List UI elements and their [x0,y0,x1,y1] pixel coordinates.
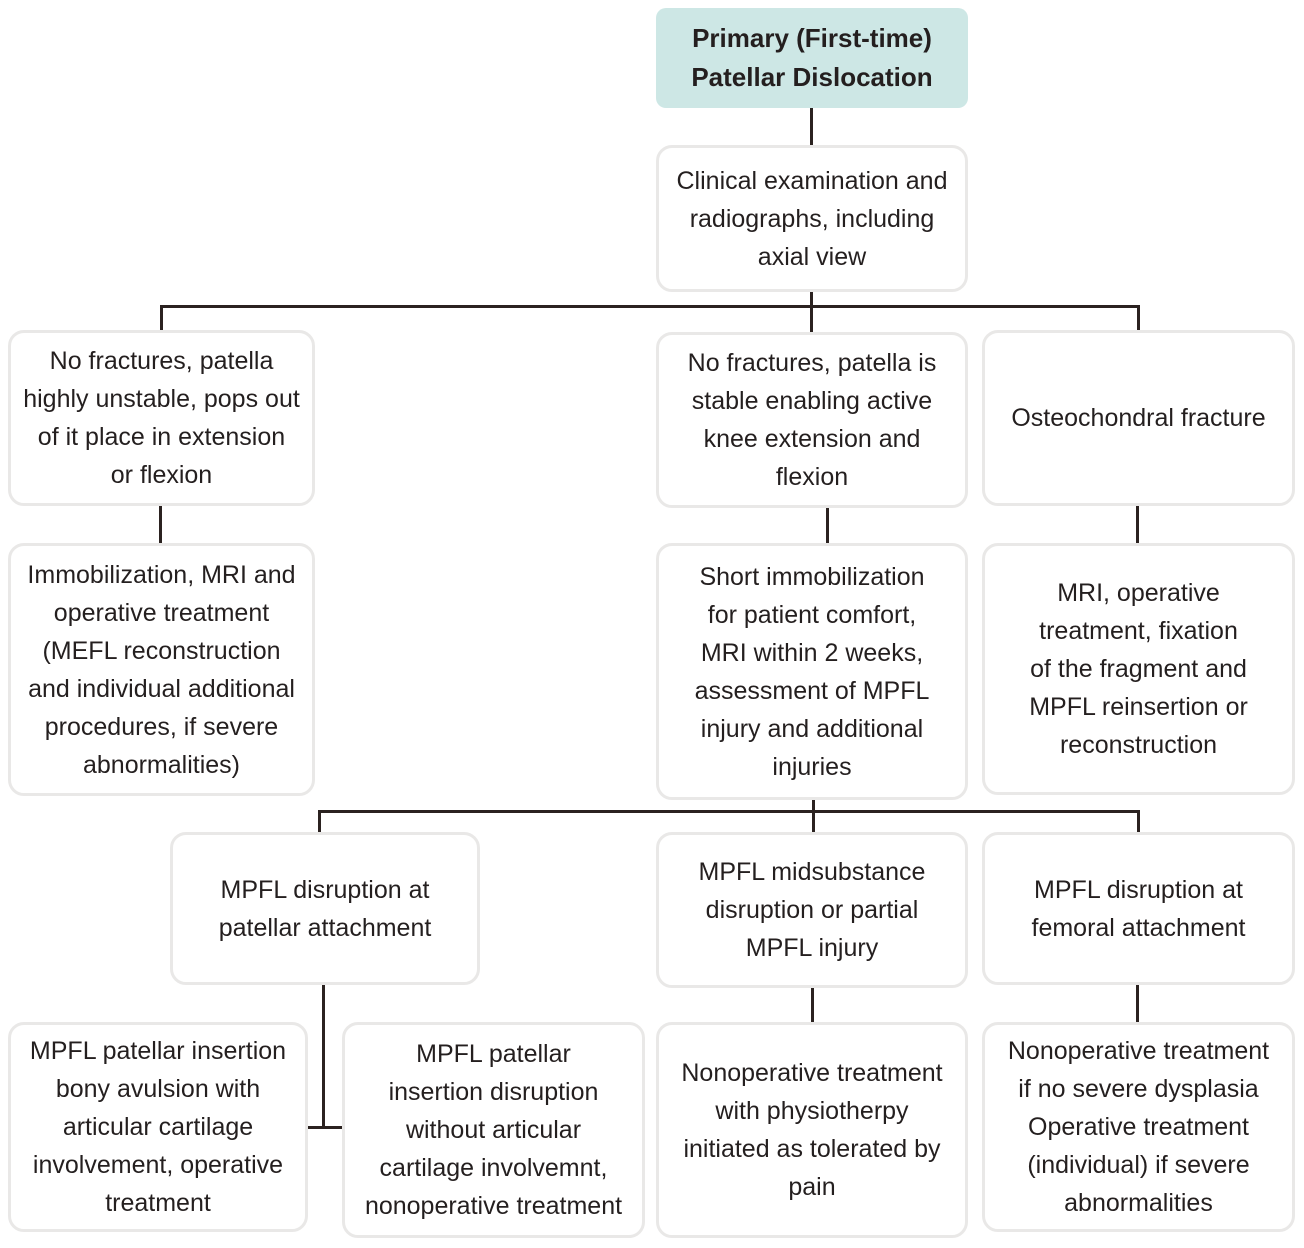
node-mpfl-patellar-attachment: MPFL disruption at patellar attachment [170,832,480,985]
split1-horizontal-line [160,305,1140,308]
node-disruption-nonoperative: MPFL patellar insertion disruption witho… [342,1022,645,1238]
node-short-immobilization: Short immobilization for patient comfort… [656,543,968,800]
split2-drop-left [318,810,321,832]
connector-treatment-split [812,800,815,812]
node-nonoperative-physiotherapy: Nonoperative treatment with physiotherpy… [656,1022,968,1238]
split1-drop-left [160,305,163,330]
connector-exam-split [810,292,813,307]
connector-midsubstance-outcome [811,988,814,1022]
node-primary-patellar-dislocation: Primary (First-time) Patellar Dislocatio… [656,8,968,108]
node-clinical-examination: Clinical examination and radiographs, in… [656,145,968,292]
node-bony-avulsion-operative: MPFL patellar insertion bony avulsion wi… [8,1022,308,1232]
connector-patellar-attachment-outcomes-vertical [322,985,325,1129]
node-no-fractures-stable: No fractures, patella is stable enabling… [656,332,968,508]
connector-femoral-outcome [1136,985,1139,1022]
connector-unstable-treatment [159,506,162,543]
connector-stable-treatment [826,508,829,543]
node-immobilization-mri-operative: Immobilization, MRI and operative treatm… [8,543,315,796]
node-no-fractures-unstable: No fractures, patella highly unstable, p… [8,330,315,506]
connector-root-exam [810,108,813,145]
node-mpfl-midsubstance: MPFL midsubstance disruption or partial … [656,832,968,988]
node-mri-operative-fixation: MRI, operative treatment, fixation of th… [982,543,1295,795]
split2-drop-right [1137,810,1140,832]
connector-patellar-attachment-outcomes-tbar [308,1126,342,1129]
split1-drop-right [1137,305,1140,330]
node-nonoperative-dysplasia: Nonoperative treatment if no severe dysp… [982,1022,1295,1232]
split1-drop-middle [810,305,813,332]
node-osteochondral-fracture: Osteochondral fracture [982,330,1295,506]
connector-osteochondral-treatment [1136,506,1139,543]
node-mpfl-femoral-attachment: MPFL disruption at femoral attachment [982,832,1295,985]
split2-horizontal-line [318,810,1140,813]
split2-drop-middle [812,810,815,832]
